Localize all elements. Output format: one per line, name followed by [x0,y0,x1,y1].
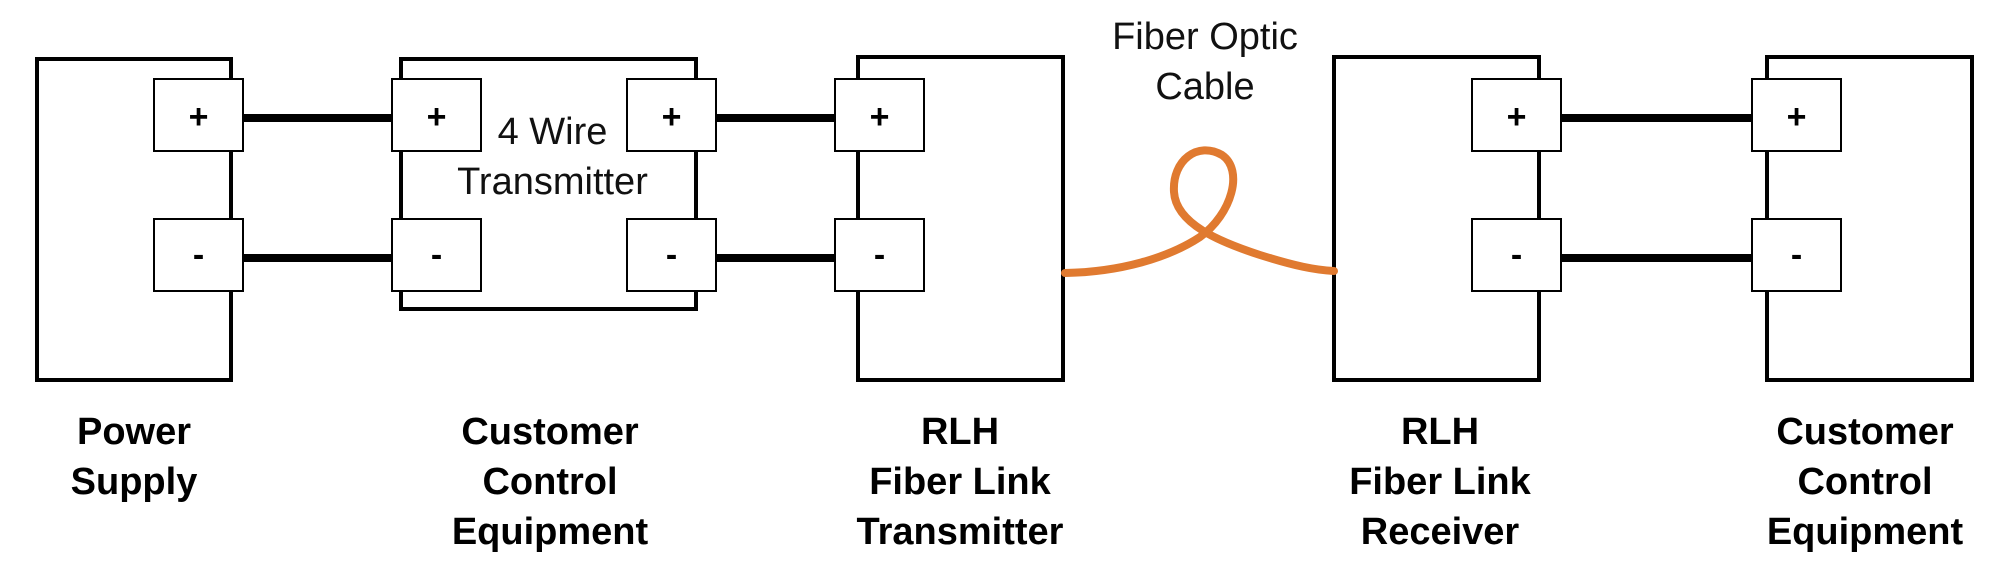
transmitter-label-line-2: Transmitter [457,161,648,203]
fiber-label-line-1: Fiber Optic [1112,16,1298,58]
block-label-line: Transmitter [856,511,1064,553]
block-label-line: RLH [1400,411,1480,453]
svg-text:-: - [666,236,677,274]
fiber-cable-label: Fiber Optic Cable [1080,12,1330,112]
svg-text:+: + [662,98,682,136]
svg-text:+: + [1787,98,1807,136]
fiber-label-line-2: Cable [1155,66,1255,108]
terminal-negative-transmitter-in: - [391,218,482,292]
svg-text:-: - [431,236,442,274]
transmitter-label-line-1: 4 Wire [497,111,608,153]
terminal-positive-power-supply: + [153,78,244,152]
transmitter-inner-label: 4 Wire Transmitter [445,107,660,207]
svg-text:+: + [1507,98,1527,136]
block-label-line: Customer [1776,411,1954,453]
block-label-line: Power [76,411,192,453]
svg-text:+: + [427,98,447,136]
terminal-negative-rlh-transmitter: - [834,218,925,292]
block-label-power-supply: Power Supply [34,407,234,507]
terminal-negative-transmitter-out: - [626,218,717,292]
terminal-positive-rlh-transmitter: + [834,78,925,152]
block-label-line: Fiber Link [1349,461,1531,503]
svg-text:-: - [874,236,885,274]
terminal-positive-customer-right: + [1751,78,1842,152]
block-label-line: Customer [461,411,639,453]
terminal-negative-power-supply: - [153,218,244,292]
svg-text:-: - [1511,236,1522,274]
block-label-line: Equipment [451,511,649,553]
svg-text:+: + [870,98,890,136]
svg-text:-: - [193,236,204,274]
svg-text:+: + [189,98,209,136]
block-label-line: Fiber Link [869,461,1051,503]
block-label-rlh-receiver: RLH Fiber Link Receiver [1310,407,1570,557]
block-label-line: Receiver [1360,511,1520,553]
block-label-rlh-transmitter: RLH Fiber Link Transmitter [830,407,1090,557]
svg-text:-: - [1791,236,1802,274]
terminal-positive-transmitter-out: + [626,78,717,152]
block-label-line: RLH [920,411,1000,453]
terminal-negative-customer-right: - [1751,218,1842,292]
terminal-negative-rlh-receiver: - [1471,218,1562,292]
block-label-line: Control [482,461,618,503]
block-label-customer-control-left: Customer Control Equipment [420,407,680,557]
block-label-line: Supply [70,461,198,503]
terminal-positive-transmitter-in: + [391,78,482,152]
block-label-customer-control-right: Customer Control Equipment [1735,407,1995,557]
terminal-positive-rlh-receiver: + [1471,78,1562,152]
fiber-optic-cable [1061,146,1338,277]
transmitter-box [399,57,698,311]
block-label-line: Control [1797,461,1933,503]
block-label-line: Equipment [1766,511,1964,553]
